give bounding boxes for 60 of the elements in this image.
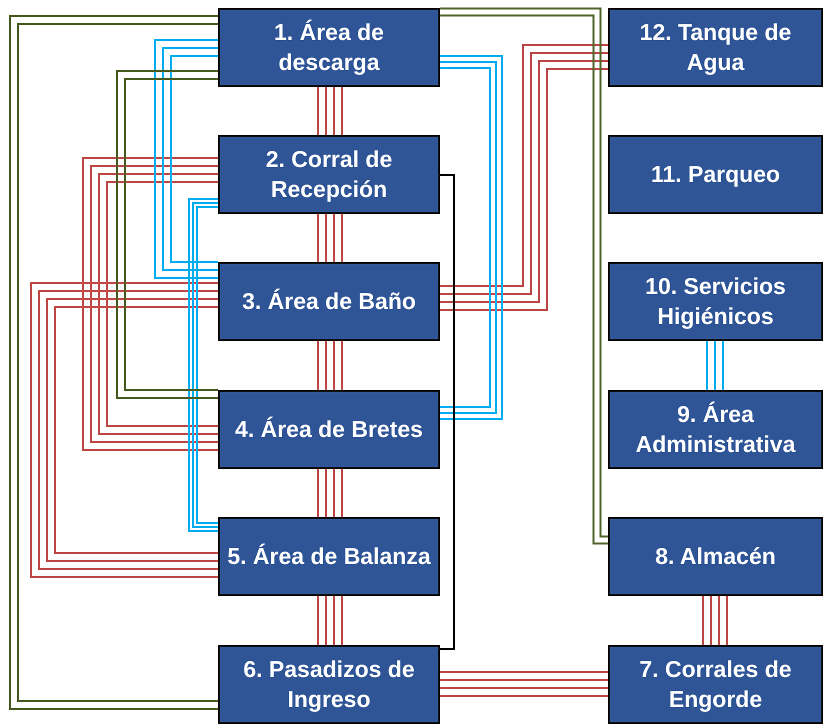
connector <box>714 341 716 390</box>
area-box <box>608 135 823 214</box>
connector <box>154 39 218 279</box>
area-box <box>218 390 440 469</box>
connector <box>341 87 343 135</box>
area-label: 1. Área de descarga <box>273 18 385 77</box>
connector <box>722 341 724 390</box>
area-label: 12. Tanque de Agua <box>638 18 792 77</box>
connector <box>333 469 335 517</box>
connector <box>710 596 712 645</box>
connector <box>440 671 608 673</box>
area-box <box>608 8 823 87</box>
area-label: 8. Almacén <box>654 542 777 571</box>
connector <box>333 596 335 645</box>
area-box <box>608 390 823 469</box>
connector <box>317 341 319 390</box>
connector <box>325 596 327 645</box>
area-label: 7. Corrales de Engorde <box>638 654 793 714</box>
connector <box>333 214 335 262</box>
area-box <box>218 8 440 87</box>
connector <box>325 469 327 517</box>
area-label: 5. Área de Balanza <box>226 542 432 571</box>
connector <box>341 341 343 390</box>
connector <box>325 341 327 390</box>
connector <box>333 341 335 390</box>
connector <box>317 469 319 517</box>
connector <box>718 596 720 645</box>
area-label: 10. Servicios Higiénicos <box>644 272 787 331</box>
area-label: 2. Corral de Recepción <box>264 144 394 204</box>
connector <box>341 469 343 517</box>
area-box <box>218 645 440 724</box>
area-box <box>218 517 440 596</box>
connector <box>333 87 335 135</box>
connector <box>325 87 327 135</box>
area-label: 3. Área de Baño <box>241 286 417 316</box>
area-label: 4. Área de Bretes <box>234 414 424 444</box>
area-label: 6. Pasadizos de Ingreso <box>242 654 416 714</box>
area-label: 11. Parqueo <box>650 160 782 189</box>
connector <box>341 214 343 262</box>
connector <box>440 679 608 681</box>
connector <box>196 206 218 524</box>
connector <box>317 87 319 135</box>
area-box <box>608 517 823 596</box>
area-box <box>608 645 823 724</box>
connector <box>440 687 608 689</box>
connector <box>317 596 319 645</box>
connector <box>170 55 218 263</box>
area-label: 9. Área Administrativa <box>634 400 796 458</box>
connector <box>162 47 218 271</box>
connector <box>702 596 704 645</box>
connector <box>726 596 728 645</box>
connector <box>440 695 608 697</box>
connector <box>317 214 319 262</box>
connector <box>440 174 455 650</box>
connector <box>325 214 327 262</box>
area-box <box>218 135 440 214</box>
connector <box>341 596 343 645</box>
connector <box>706 341 708 390</box>
area-box <box>218 262 440 341</box>
area-box <box>608 262 823 341</box>
